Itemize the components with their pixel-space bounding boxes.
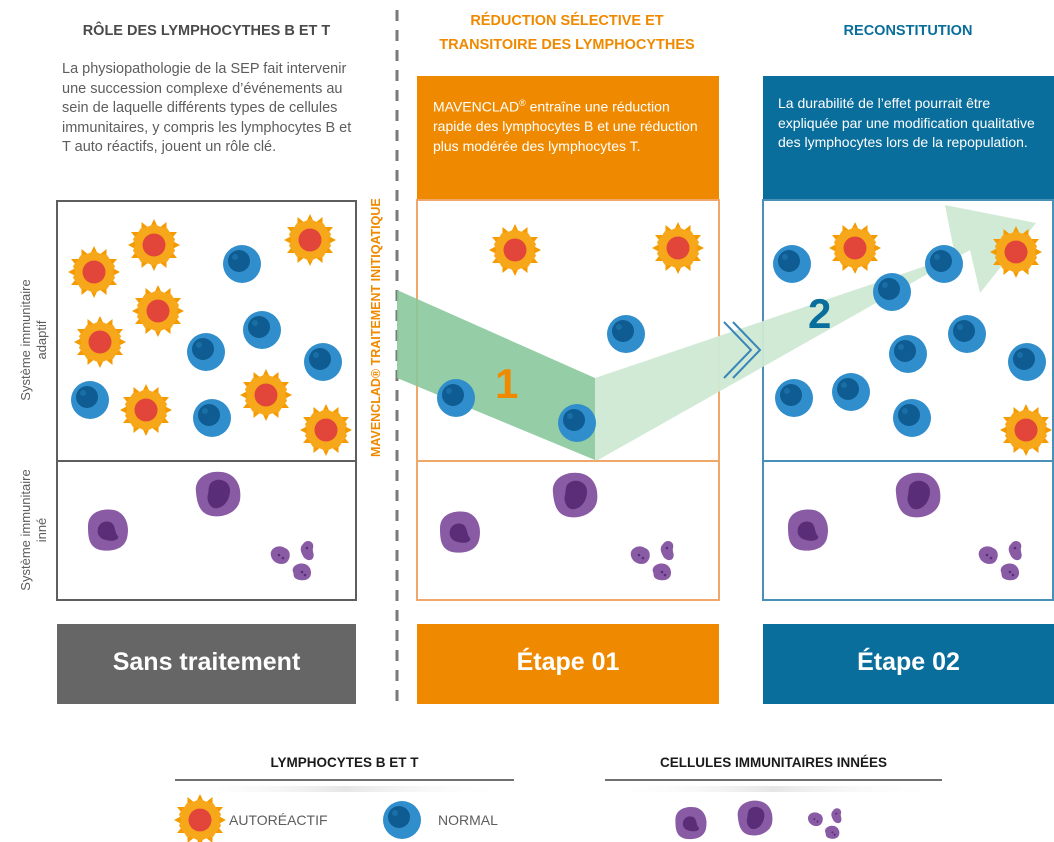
autoreactive-cell (240, 369, 292, 421)
arrow-segment-1 (397, 290, 595, 460)
stage1-innate-box (416, 460, 720, 601)
legend-innate-cell-b (737, 800, 773, 836)
normal-cell (1008, 343, 1046, 381)
stage1-title-line1: RÉDUCTION SÉLECTIVE ET (470, 13, 664, 29)
stage1-header-box (417, 76, 719, 200)
stage2-title: RECONSTITUTION (843, 23, 973, 39)
legend-normal-cell (383, 801, 421, 839)
autoreactive-cell (829, 222, 881, 274)
autoreactive-cell (132, 285, 184, 337)
legend-innate-cell-c (807, 808, 842, 839)
normal-cell (607, 315, 645, 353)
normal-cell (304, 343, 342, 381)
innate-cell (552, 472, 598, 518)
left-panel-description: La physiopathologie de la SEP fait inter… (62, 61, 352, 155)
chevron-right-icon-inner (732, 321, 762, 379)
normal-cell (889, 335, 927, 373)
arrow-number-2: 2 (808, 290, 832, 337)
autoreactive-cell (652, 222, 704, 274)
normal-cell (187, 333, 225, 371)
normal-cell (71, 381, 109, 419)
stage1-title-line2: TRANSITOIRE DES LYMPHOCYTHES (439, 37, 695, 53)
normal-cell (773, 245, 811, 283)
normal-cell (893, 399, 931, 437)
stage1-header-rest: entraîne une réduction rapide des lympho… (433, 98, 698, 154)
autoreactive-cell (300, 404, 352, 456)
treatment-divider-label: MAVENCLAD® TRAITEMENT INITIQATIQUE (369, 198, 383, 457)
legend-lymph-title: LYMPHOCYTES B ET T (270, 755, 419, 770)
legend-autoreactive-label: AUTORÉACTIF (229, 812, 328, 828)
left-innate-box (56, 460, 357, 601)
autoreactive-cell (489, 224, 541, 276)
legend-normal-label: NORMAL (438, 812, 498, 828)
normal-cell (948, 315, 986, 353)
innate-cell (195, 471, 241, 517)
normal-cell (223, 245, 261, 283)
footer-stage2: Étape 02 (857, 648, 960, 676)
footer-no-treatment: Sans traitement (112, 648, 301, 676)
normal-cell (832, 373, 870, 411)
stage2-innate-box (762, 460, 1054, 601)
autoreactive-cell (120, 384, 172, 436)
legend-innate-shadow (605, 786, 942, 792)
normal-cell (558, 404, 596, 442)
normal-cell (437, 379, 475, 417)
innate-cell (88, 509, 128, 551)
autoreactive-cell (128, 219, 180, 271)
legend-lymph-shadow (175, 786, 514, 792)
normal-cell (243, 311, 281, 349)
stage1-brand: MAVENCLAD (433, 98, 520, 115)
footer-stage1-box (417, 624, 719, 704)
label-adaptive-system: Système immunitaire adaptif (18, 279, 49, 401)
footer-no-treatment-box (57, 624, 356, 704)
label-innate-system: Système immunitaire inné (18, 469, 49, 591)
stage1-header-text: MAVENCLAD® entraîne une réduction rapide… (433, 94, 709, 156)
autoreactive-cell (284, 214, 336, 266)
stage2-header-text: La durabilité de l’effet pourrait être e… (778, 95, 1035, 150)
legend-autoreactive-cell (174, 794, 226, 842)
arrow-number-1: 1 (495, 360, 519, 407)
innate-cell (788, 509, 828, 551)
innate-cell (270, 541, 314, 581)
stage2-header-box (763, 76, 1054, 200)
innate-cell (895, 472, 941, 518)
footer-stage1: Étape 01 (516, 648, 620, 676)
autoreactive-cell (1000, 404, 1052, 456)
innate-cell (978, 541, 1022, 581)
chevron-right-icon (723, 321, 753, 379)
left-panel-title: RÔLE DES LYMPHOCYTHES B ET T (82, 23, 331, 39)
normal-cell (775, 379, 813, 417)
normal-cell (925, 245, 963, 283)
autoreactive-cell (68, 246, 120, 298)
innate-cell (440, 511, 480, 553)
innate-cell (630, 541, 674, 581)
autoreactive-cell (74, 316, 126, 368)
stage1-reg: ® (519, 98, 526, 108)
normal-cell (873, 273, 911, 311)
legend-innate-title: CELLULES IMMUNITAIRES INNÉES (659, 755, 887, 770)
normal-cell (193, 399, 231, 437)
footer-stage2-box (763, 624, 1054, 704)
legend-innate-cell-a (675, 807, 707, 840)
